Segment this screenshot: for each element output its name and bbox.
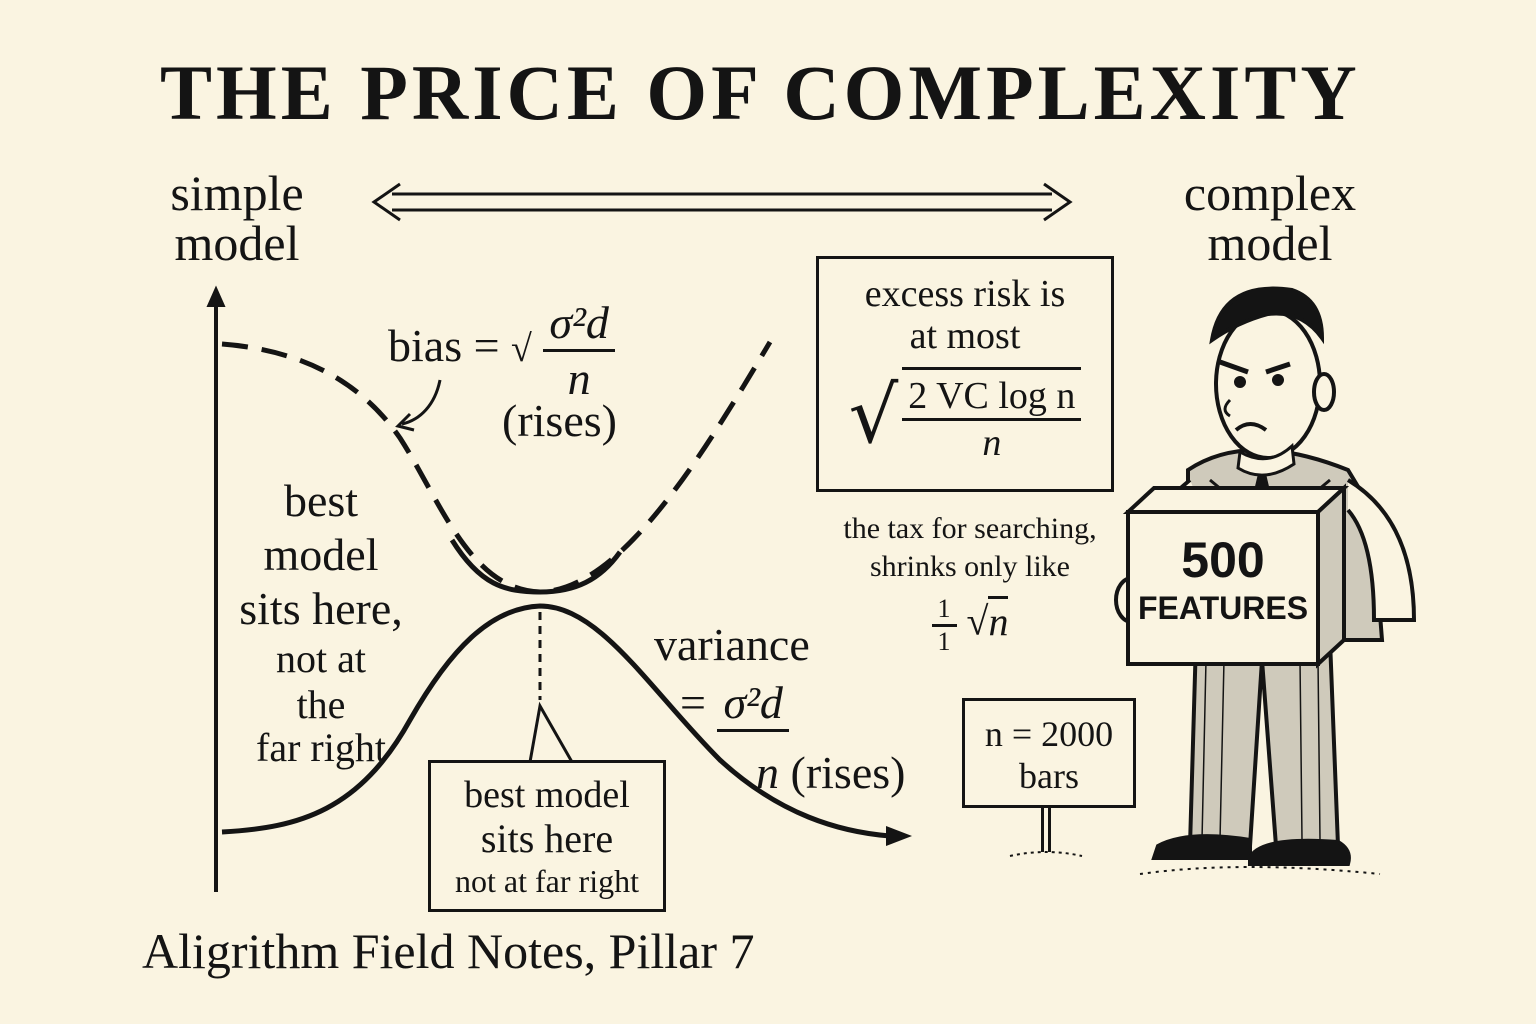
left-note-line: the [296,682,346,727]
bias-rises-note: (rises) [502,395,617,446]
left-note-line: sits here, [239,583,403,634]
search-tax-note: the tax for searching, shrinks only like… [812,510,1128,657]
features-box-label: 500 FEATURES [1128,532,1318,628]
callout-line: sits here [480,816,614,861]
callout-line: not at far right [455,863,639,899]
tax-fraction: 1 1 [931,594,957,657]
model-word-right: model [1207,215,1333,271]
left-best-model-note: best model sits here, not at the far rig… [226,474,416,768]
variance-denominator: n [756,747,779,798]
tax-frac-den: 1 [937,627,951,656]
features-word: FEATURES [1137,590,1309,626]
left-note-line: best [283,475,359,526]
sign-post [1009,806,1083,857]
features-count: 500 [1181,532,1265,588]
bias-curve-trough [449,538,623,595]
complex-word: complex [1183,165,1357,221]
left-note-line: model [263,529,379,580]
complexity-arrow [371,182,1073,222]
risk-sqrt-glyph: √ [848,371,899,461]
callout-pointer [528,701,574,763]
complex-model-label: complex model [1150,168,1390,268]
variance-numerator: σ²d [717,676,789,732]
risk-fraction: 2 VC log n n [902,367,1082,465]
features-box [1122,483,1350,669]
tax-rate-formula: 1 1 √n [812,594,1128,657]
sample-size-sign: n = 2000 bars [962,698,1136,808]
x-axis-arrow [886,826,912,846]
y-axis [206,285,226,892]
tax-sqrt-glyph: √ [966,598,989,644]
variance-fraction: σ²d [717,676,789,732]
left-note-line: far right [256,725,386,770]
variance-word: variance [654,619,810,670]
risk-numerator: 2 VC log n [902,374,1082,421]
optimum-callout-box: best model sits here not at far right [428,760,666,912]
simple-word: simple [170,165,304,221]
bias-curve [221,340,773,595]
variance-formula: = σ²d [680,676,789,732]
simple-model-label: simple model [142,168,332,268]
variance-denominator-note: n (rises) [756,746,905,799]
model-word-left: model [174,215,300,271]
bias-pointer-arrow [401,379,442,426]
bias-prefix: bias = [388,320,500,372]
variance-rises-note: (rises) [790,747,906,798]
bias-denominator: n [567,353,591,404]
risk-sqrt-formula: √ 2 VC log n n [819,367,1111,465]
sign-line-1: n = 2000 [984,714,1114,754]
tax-root-n: n [988,595,1009,644]
risk-denominator: n [982,422,1002,464]
tax-line-2: shrinks only like [870,550,1070,583]
footer-caption: Aligrithm Field Notes, Pillar 7 [142,923,755,979]
bias-pointer-head [395,412,415,432]
bias-formula: bias = √ σ²d n [388,296,615,405]
sign-line-2: bars [1019,756,1079,796]
risk-line-1: excess risk is [864,273,1066,315]
variance-equals: = [680,677,706,728]
tax-line-1: the tax for searching, [843,512,1097,545]
excess-risk-box: excess risk is at most √ 2 VC log n n [816,256,1114,492]
bias-sqrt-glyph: √ [511,328,532,371]
risk-line-2: at most [909,315,1021,357]
bias-numerator: σ²d [543,296,615,352]
bias-fraction: σ²d n [543,296,615,405]
variance-curve [221,603,891,839]
left-note-line: not at [276,636,366,681]
tax-frac-num: 1 [931,594,957,627]
callout-line: best model [464,774,630,816]
page-title: THE PRICE OF COMPLEXITY [160,49,1361,136]
